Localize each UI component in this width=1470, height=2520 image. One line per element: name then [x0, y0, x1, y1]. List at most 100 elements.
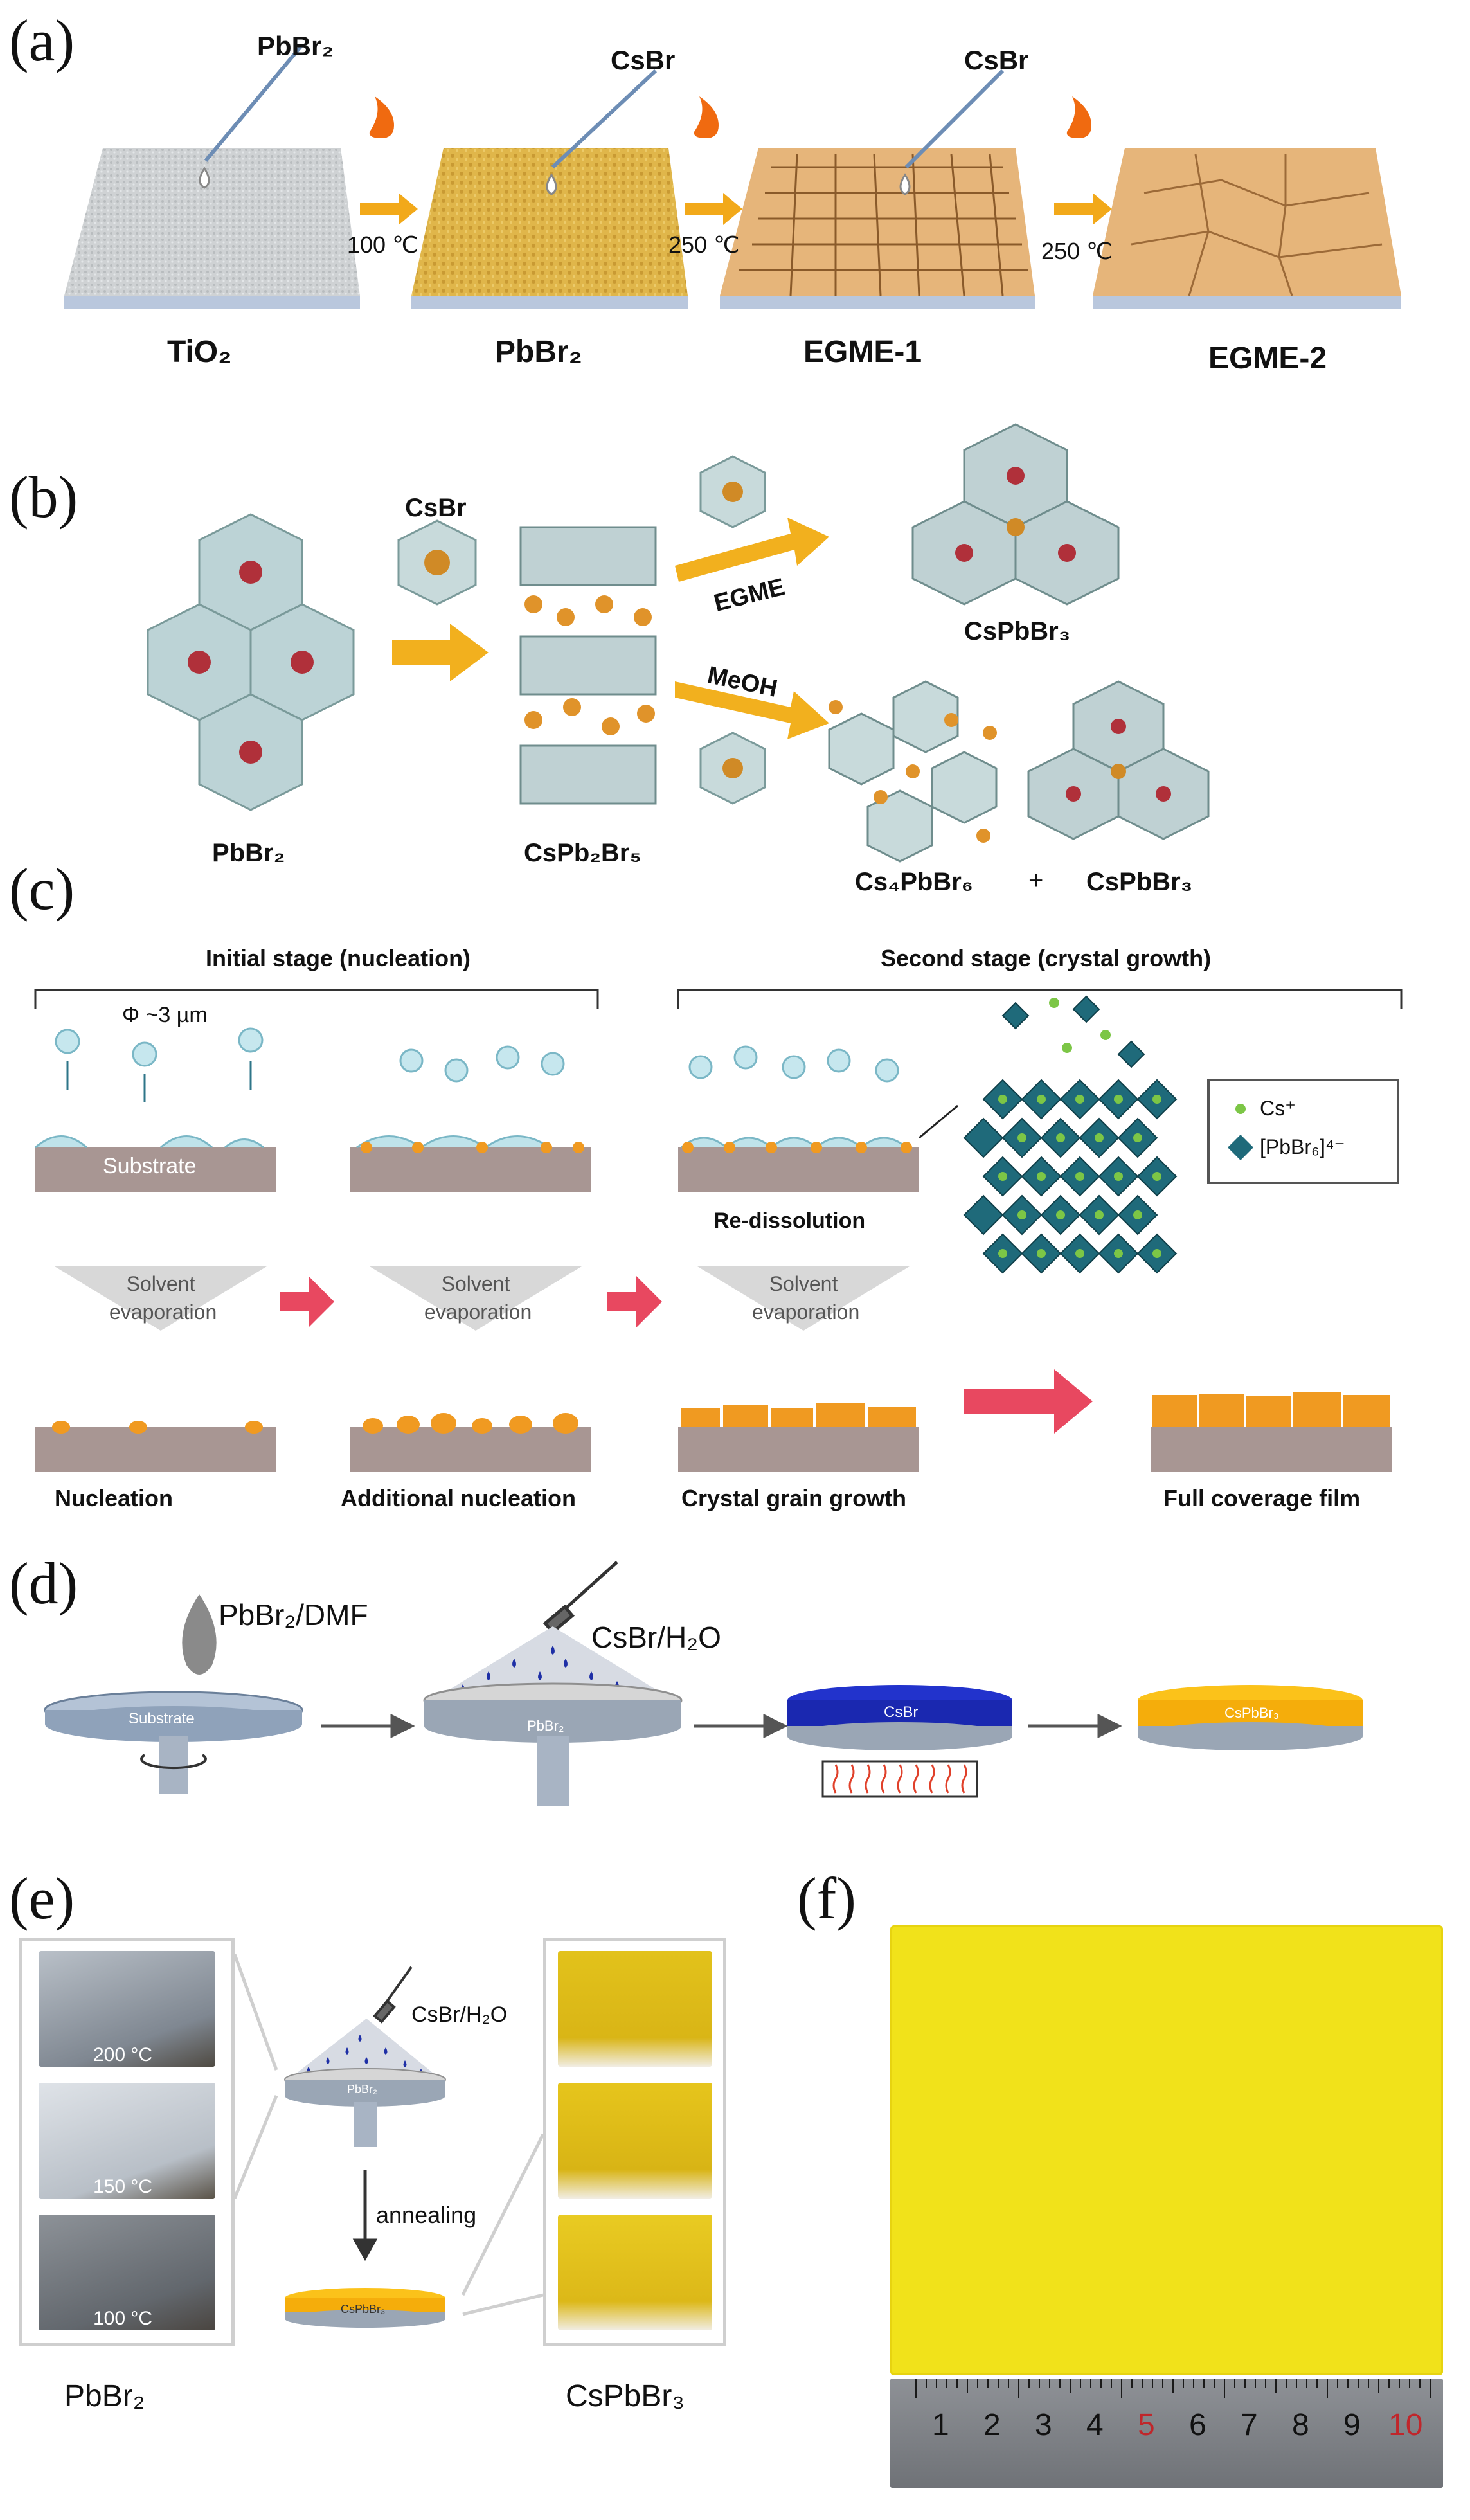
substrate-block — [678, 1137, 919, 1192]
ruler-number: 3 — [1035, 2408, 1052, 2442]
progress-arrow — [280, 1276, 334, 1328]
diameter-label: Φ ~3 µm — [122, 1003, 208, 1027]
flame-icon — [369, 96, 394, 138]
plus-sign: + — [1028, 867, 1044, 895]
pbbr2-photo-150 — [39, 2083, 215, 2199]
cspbbr3-photo-1 — [558, 1951, 712, 2067]
cspb2br5-label: CsPb₂Br₅ — [524, 839, 641, 867]
spray-label: CsBr/H₂O — [411, 2003, 508, 2027]
route-arrow-egme — [675, 518, 829, 582]
substrate-block — [350, 1135, 591, 1192]
step-label: Crystal grain growth — [681, 1485, 907, 1511]
cs4pbbr6-structure — [828, 680, 998, 863]
cspbbr3-disk — [285, 2288, 445, 2328]
evaporation-triangle — [370, 1266, 582, 1331]
ruler-number: 6 — [1189, 2408, 1206, 2442]
stage1-bracket — [34, 989, 599, 1009]
process-arrow — [321, 1713, 415, 1739]
evaporation-triangle — [55, 1266, 267, 1331]
temperature-label: 100 °C — [93, 2308, 153, 2329]
cs4pbbr6-label: Cs₄PbBr₆ — [855, 868, 973, 896]
panel-d-illustration — [44, 1561, 1363, 1806]
stage2-bracket — [677, 989, 1403, 1009]
ruler-number: 1 — [932, 2408, 949, 2442]
film-egme-2 — [1093, 148, 1401, 309]
temperature-label: 250 ℃ — [1041, 238, 1113, 264]
csbr-layer-label: CsBr — [884, 1704, 919, 1721]
stage1-title: Initial stage (nucleation) — [206, 945, 471, 971]
ruler-number: 8 — [1292, 2408, 1309, 2442]
reagent-label: CsBr — [964, 45, 1029, 75]
substrate-label: Substrate — [129, 1710, 195, 1727]
pbbr2-photo-200 — [39, 1951, 215, 2067]
film-egme-1 — [720, 148, 1035, 309]
progress-arrow — [964, 1369, 1093, 1434]
route-arrow-meoh — [675, 681, 829, 739]
step-label: Additional nucleation — [341, 1485, 576, 1511]
rotation-icon — [140, 1754, 207, 1770]
cspbbr3-disk — [1138, 1685, 1363, 1751]
flame-icon — [694, 96, 719, 138]
cspb2br5-structure — [519, 526, 657, 805]
airbrush-icon — [542, 1561, 618, 1635]
film-label: EGME-1 — [803, 335, 922, 369]
panel-a-label: (a) — [9, 8, 75, 73]
panel-b-illustration — [147, 423, 1210, 863]
pbbr2-disk — [423, 1682, 683, 1806]
step-label: Full coverage film — [1163, 1485, 1361, 1511]
substrate-block — [678, 1403, 919, 1472]
pbbr2-caption: PbBr₂ — [64, 2379, 145, 2413]
reagent-label: CsBr — [611, 45, 676, 75]
panel-e-label: (e) — [9, 1866, 75, 1931]
cspbbr3-layer-label: CsPbBr₃ — [1224, 1705, 1279, 1721]
reaction-arrow — [392, 624, 489, 681]
csbr-label: CsBr — [405, 494, 467, 522]
evaporation-triangle — [697, 1266, 910, 1331]
pbbr2-layer-label: PbBr₂ — [527, 1718, 564, 1734]
ruler-number: 2 — [983, 2408, 1001, 2442]
spray-cone — [437, 1626, 668, 1697]
pbbr2-layer-label: PbBr₂ — [347, 2083, 378, 2096]
cspbbr3-photo-3 — [558, 2215, 712, 2330]
heating-arrow — [685, 96, 742, 225]
temperature-label: 200 °C — [93, 2044, 153, 2066]
temperature-label: 250 ℃ — [668, 231, 740, 258]
annealing-arrow — [352, 2170, 378, 2262]
film-pbbr2 — [411, 148, 688, 309]
pbbr2-label: PbBr₂ — [212, 839, 285, 867]
substrate-block — [1151, 1392, 1392, 1472]
substrate-block — [35, 1135, 276, 1192]
panel-b-label: (b) — [9, 464, 78, 530]
ruler-number: 10 — [1388, 2408, 1423, 2442]
substrate-label: Substrate — [103, 1154, 197, 1178]
heating-arrow — [360, 96, 418, 225]
csbr-octahedron — [397, 519, 477, 606]
cspbbr3-bottom-label: CsPbBr₃ — [1086, 868, 1193, 896]
ruler-numbers: 1 2 3 4 5 6 7 8 9 10 — [890, 2408, 1443, 2446]
temperature-label: 100 ℃ — [347, 231, 418, 258]
annealing-label: annealing — [376, 2202, 477, 2228]
cspbbr3-photo-2 — [558, 2083, 712, 2199]
redissolution-label: Re-dissolution — [713, 1209, 866, 1233]
pipette-icon — [204, 44, 1005, 169]
perovskite-lattice — [963, 995, 1178, 1274]
ruler-number: 9 — [1343, 2408, 1361, 2442]
droplet-icon — [899, 173, 911, 195]
process-arrow — [694, 1713, 788, 1739]
panel-e-illustration — [233, 1954, 545, 2328]
droplet-icon — [182, 1594, 217, 1675]
substrate-block — [350, 1413, 591, 1472]
substrate-disk — [44, 1691, 303, 1794]
panel-a-illustration — [64, 44, 1401, 309]
pbbr2-disk — [284, 2068, 446, 2147]
ruler-number: 4 — [1086, 2408, 1104, 2442]
cspbbr3-large-film — [890, 1925, 1443, 2375]
temperature-label: 150 °C — [93, 2176, 153, 2197]
reagent-label: PbBr₂ — [257, 31, 334, 61]
spray-label: CsBr/H₂O — [591, 1621, 721, 1654]
panel-d-label: (d) — [9, 1551, 78, 1616]
measuring-ruler — [890, 2379, 1443, 2488]
